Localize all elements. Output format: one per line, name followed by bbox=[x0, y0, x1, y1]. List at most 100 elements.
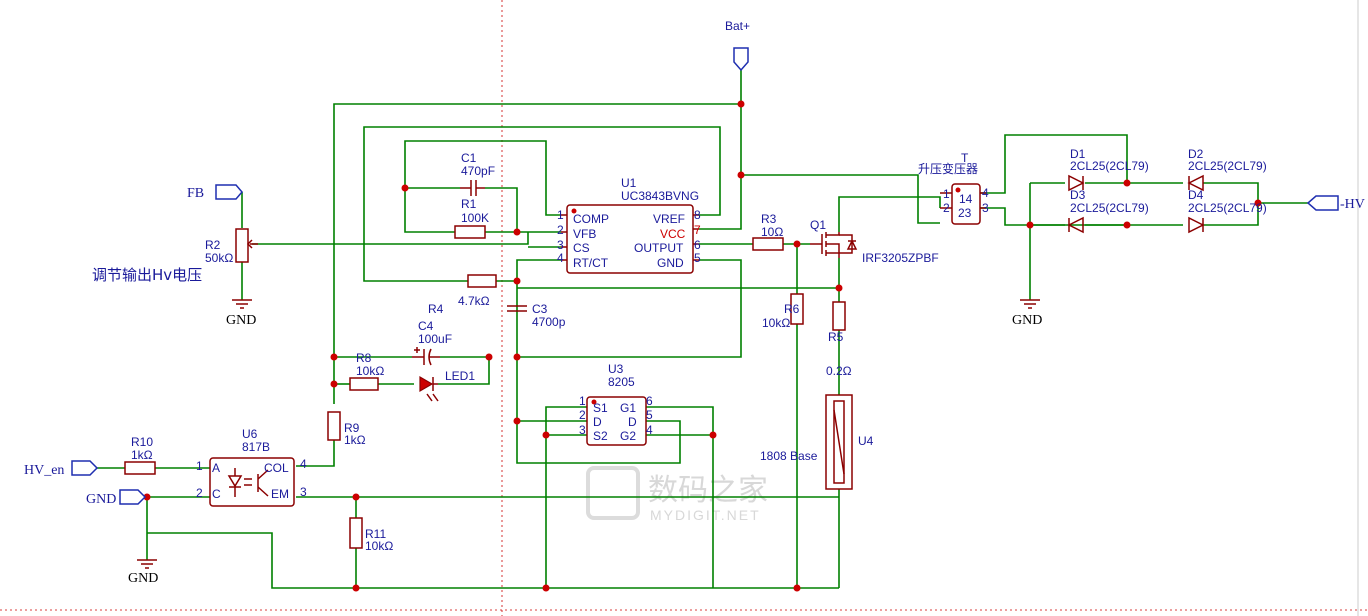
t1-value: 升压变压器 bbox=[918, 161, 978, 176]
hv-minus-label: -HV bbox=[1340, 197, 1365, 212]
r10-ref: R10 bbox=[131, 435, 153, 449]
d3-value: 2CL25(2CL79) bbox=[1070, 201, 1149, 215]
u4-sensor[interactable]: U4 1808 Base bbox=[760, 394, 874, 490]
gnd-label-diodes: GND bbox=[1012, 313, 1042, 328]
port-fb[interactable]: FB bbox=[187, 184, 243, 201]
u1-num-7: 7 bbox=[694, 223, 701, 237]
watermark-en: MYDIGIT.NET bbox=[650, 507, 761, 523]
gnd-label-left: GND bbox=[128, 571, 158, 586]
u6-ref: U6 bbox=[242, 427, 258, 441]
d3-ref: D3 bbox=[1070, 188, 1086, 202]
u1-num-5: 5 bbox=[694, 251, 701, 265]
t1-pin-4: 4 bbox=[982, 186, 989, 200]
u6-num-4: 4 bbox=[300, 457, 307, 471]
u1-pin-gnd: GND bbox=[657, 256, 684, 270]
u6-num-1: 1 bbox=[196, 459, 203, 473]
u1-ic[interactable]: U1 UC3843BVNG COMP VFB CS RT/CT VREF VCC… bbox=[557, 176, 701, 274]
q1-value: IRF3205ZPBF bbox=[862, 251, 939, 265]
r5-value: 0.2Ω bbox=[826, 364, 852, 378]
r1-value: 100K bbox=[461, 211, 489, 225]
d2-diode[interactable]: D2 2CL25(2CL79) bbox=[1187, 147, 1267, 192]
r10-value: 1kΩ bbox=[131, 448, 153, 462]
u3-num-3: 3 bbox=[579, 423, 586, 437]
u6-num-3: 3 bbox=[300, 485, 307, 499]
u3-pin-s2: S2 bbox=[593, 429, 608, 443]
c3-value: 4700p bbox=[532, 315, 566, 329]
t1-inner-23: 23 bbox=[958, 206, 972, 220]
bat-plus-label: Bat+ bbox=[725, 19, 750, 33]
r3-resistor[interactable]: R3 10Ω bbox=[752, 212, 784, 251]
gnd-symbol-r2: GND bbox=[226, 299, 256, 328]
led1-diode[interactable]: LED1 bbox=[419, 369, 475, 402]
r5-resistor[interactable]: R5 0.2Ω bbox=[826, 301, 852, 378]
port-gnd-left[interactable]: GND bbox=[86, 489, 147, 507]
r6-resistor[interactable]: R6 10kΩ bbox=[762, 293, 804, 330]
d1-value: 2CL25(2CL79) bbox=[1070, 159, 1149, 173]
r-4k7-resistor[interactable]: 4.7kΩ R4 bbox=[428, 274, 497, 316]
d4-value: 2CL25(2CL79) bbox=[1188, 201, 1267, 215]
r1-resistor[interactable]: R1 100K bbox=[454, 197, 489, 239]
r2-value: 50kΩ bbox=[205, 251, 233, 265]
c1-ref: C1 bbox=[461, 151, 477, 165]
d1-diode[interactable]: D1 2CL25(2CL79) bbox=[1068, 147, 1149, 192]
d4-ref: D4 bbox=[1188, 188, 1204, 202]
u6-value: 817B bbox=[242, 440, 270, 454]
r8-resistor[interactable]: R8 10kΩ bbox=[349, 351, 384, 391]
u1-ref: U1 bbox=[621, 176, 637, 190]
u1-pin-comp: COMP bbox=[573, 212, 609, 226]
r2-potentiometer[interactable]: R2 50kΩ bbox=[205, 228, 258, 265]
u3-pin-g1: G1 bbox=[620, 401, 636, 415]
fb-label: FB bbox=[187, 186, 204, 201]
u1-pin-rtct: RT/CT bbox=[573, 256, 609, 270]
u6-pin-em: EM bbox=[271, 487, 289, 501]
r3-ref: R3 bbox=[761, 212, 777, 226]
u1-pin-output: OUTPUT bbox=[634, 241, 684, 255]
r6-value: 10kΩ bbox=[762, 316, 790, 330]
r-4k7-value: 4.7kΩ bbox=[458, 294, 490, 308]
c4-ref: C4 bbox=[418, 319, 434, 333]
u4-ref: U4 bbox=[858, 434, 874, 448]
d3-diode[interactable]: D3 2CL25(2CL79) bbox=[1067, 188, 1149, 234]
q1-mosfet[interactable]: Q1 IRF3205ZPBF bbox=[810, 218, 939, 265]
u1-num-8: 8 bbox=[694, 208, 701, 222]
adjust-note: 调节输出Hv电压 bbox=[92, 266, 202, 284]
c4-capacitor[interactable]: C4 100uF bbox=[412, 319, 452, 366]
u1-pin-cs: CS bbox=[573, 241, 590, 255]
r9-resistor[interactable]: R9 1kΩ bbox=[327, 411, 366, 447]
t1-pin-2: 2 bbox=[943, 201, 950, 215]
watermark: 数码之家 MYDIGIT.NET bbox=[586, 466, 768, 523]
u6-optocoupler[interactable]: A C COL EM 1 2 4 3 U6 817B bbox=[196, 427, 307, 507]
r1-ref: R1 bbox=[461, 197, 477, 211]
c3-capacitor[interactable]: C3 4700p bbox=[507, 302, 566, 329]
r2-ref: R2 bbox=[205, 238, 221, 252]
t1-transformer[interactable]: 14 23 1 2 4 3 T 升压变压器 bbox=[918, 151, 989, 225]
d4-diode[interactable]: D4 2CL25(2CL79) bbox=[1188, 188, 1267, 234]
led1-ref: LED1 bbox=[445, 369, 475, 383]
u1-num-1: 1 bbox=[557, 208, 564, 222]
u3-num-1: 1 bbox=[579, 394, 586, 408]
c3-ref: C3 bbox=[532, 302, 548, 316]
u3-num-6: 6 bbox=[646, 394, 653, 408]
u3-num-5: 5 bbox=[646, 408, 653, 422]
u3-ic[interactable]: U3 8205 S1 D S2 G1 D G2 1 2 3 6 5 4 bbox=[579, 362, 653, 446]
d2-value: 2CL25(2CL79) bbox=[1188, 159, 1267, 173]
r11-resistor[interactable]: R11 10kΩ bbox=[349, 517, 393, 553]
u3-pin-s1: S1 bbox=[593, 401, 608, 415]
u6-pin-col: COL bbox=[264, 461, 289, 475]
wires bbox=[95, 70, 1308, 589]
u1-pin-vfb: VFB bbox=[573, 227, 596, 241]
port-hv-minus[interactable]: -HV bbox=[1306, 195, 1365, 212]
t1-pin-3: 3 bbox=[982, 201, 989, 215]
q1-ref: Q1 bbox=[810, 218, 826, 232]
r4-ref: R4 bbox=[428, 302, 444, 316]
r6-ref: R6 bbox=[784, 302, 800, 316]
u3-num-2: 2 bbox=[579, 408, 586, 422]
r10-resistor[interactable]: R10 1kΩ bbox=[124, 435, 156, 475]
port-bat-plus[interactable]: Bat+ bbox=[725, 19, 750, 72]
u3-pin-g2: G2 bbox=[620, 429, 636, 443]
r3-value: 10Ω bbox=[761, 225, 783, 239]
port-hv-en[interactable]: HV_en bbox=[24, 460, 99, 478]
c1-capacitor[interactable]: C1 470pF bbox=[460, 151, 495, 196]
gnd-symbol-left: GND bbox=[128, 559, 158, 586]
c1-value: 470pF bbox=[461, 164, 495, 178]
